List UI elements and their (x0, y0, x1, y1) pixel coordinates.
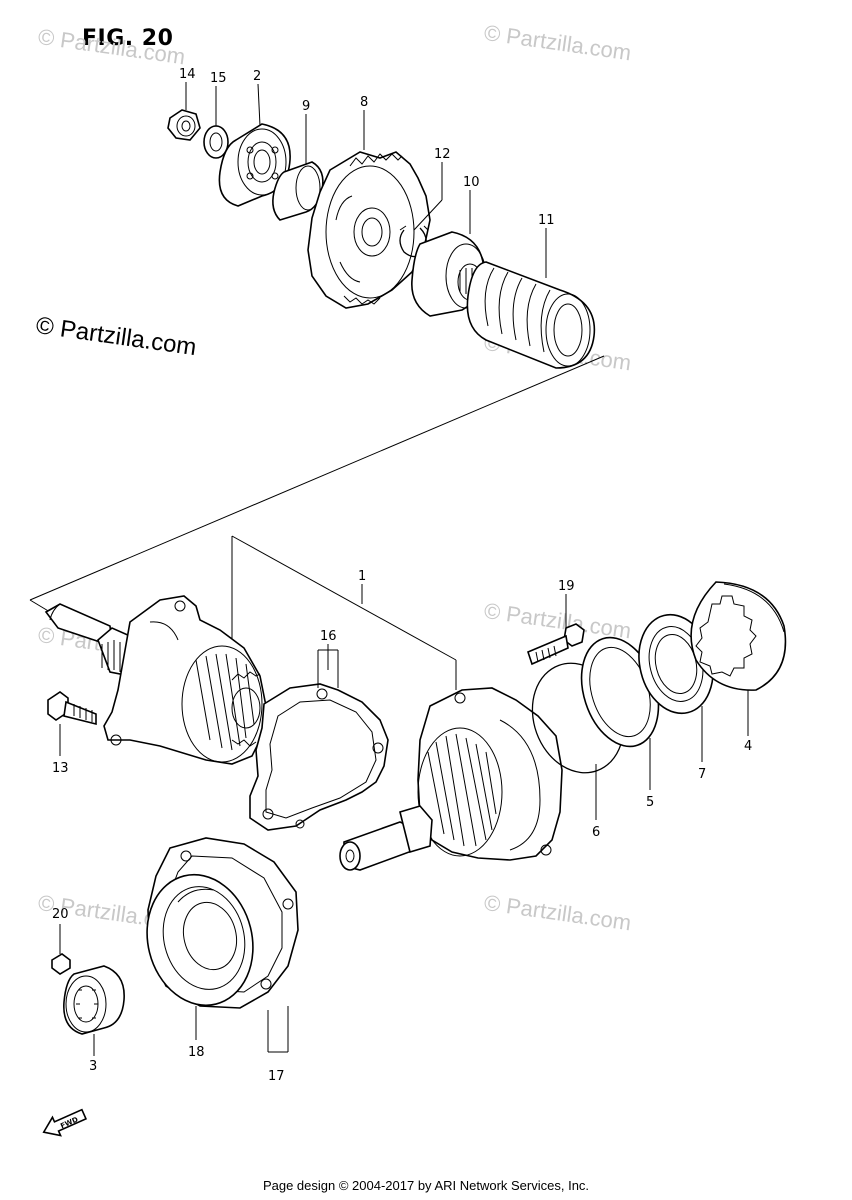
callout-11: 11 (538, 213, 555, 228)
callout-17: 17 (268, 1069, 285, 1084)
part-9-spacer (272, 161, 324, 221)
figure-title: FIG. 20 (82, 26, 174, 51)
callout-5: 5 (646, 795, 654, 810)
callout-1: 1 (358, 569, 366, 584)
part-14-nut (167, 109, 201, 141)
callout-19: 19 (558, 579, 575, 594)
part-3-needle-bearing (63, 965, 125, 1035)
callout-4: 4 (744, 739, 752, 754)
fwd-arrow-icon: FWD (42, 1108, 88, 1137)
part-8-gear (307, 151, 431, 309)
callout-12: 12 (434, 147, 451, 162)
callout-20: 20 (52, 907, 69, 922)
callout-3: 3 (89, 1059, 97, 1074)
part-2-bearing (218, 123, 291, 207)
top-leader-lines (185, 82, 547, 278)
callout-13: 13 (52, 761, 69, 776)
part-11-spring (466, 261, 596, 369)
assembly-axis-lines (29, 355, 605, 690)
callout-2: 2 (253, 69, 261, 84)
middle-leader-lines (59, 594, 749, 820)
callout-9: 9 (302, 99, 310, 114)
part-output-shaft (339, 805, 433, 871)
part-shaft-pinion-left (44, 603, 131, 677)
callout-14: 14 (179, 67, 196, 82)
callout-18: 18 (188, 1045, 205, 1060)
part-1-housing-center (417, 687, 563, 861)
callout-15: 15 (210, 71, 227, 86)
part-4-lock-ring (690, 581, 787, 691)
part-19-bolt (527, 623, 585, 666)
page-footer: Page design © 2004-2017 by ARI Network S… (262, 1178, 590, 1193)
callout-10: 10 (463, 175, 480, 190)
part-16-gasket (249, 683, 389, 831)
callout-6: 6 (592, 825, 600, 840)
callout-8: 8 (360, 95, 368, 110)
callout-labels: 14 15 2 9 8 12 10 11 1 16 19 13 4 7 5 6 … (52, 67, 752, 1084)
part-13-bolt (47, 691, 97, 726)
part-18-cover (146, 837, 299, 1009)
callout-16: 16 (320, 629, 337, 644)
part-20-pin (51, 953, 71, 975)
bottom-leader-lines (59, 924, 289, 1056)
part-housing-left (103, 595, 267, 765)
callout-7: 7 (698, 767, 706, 782)
